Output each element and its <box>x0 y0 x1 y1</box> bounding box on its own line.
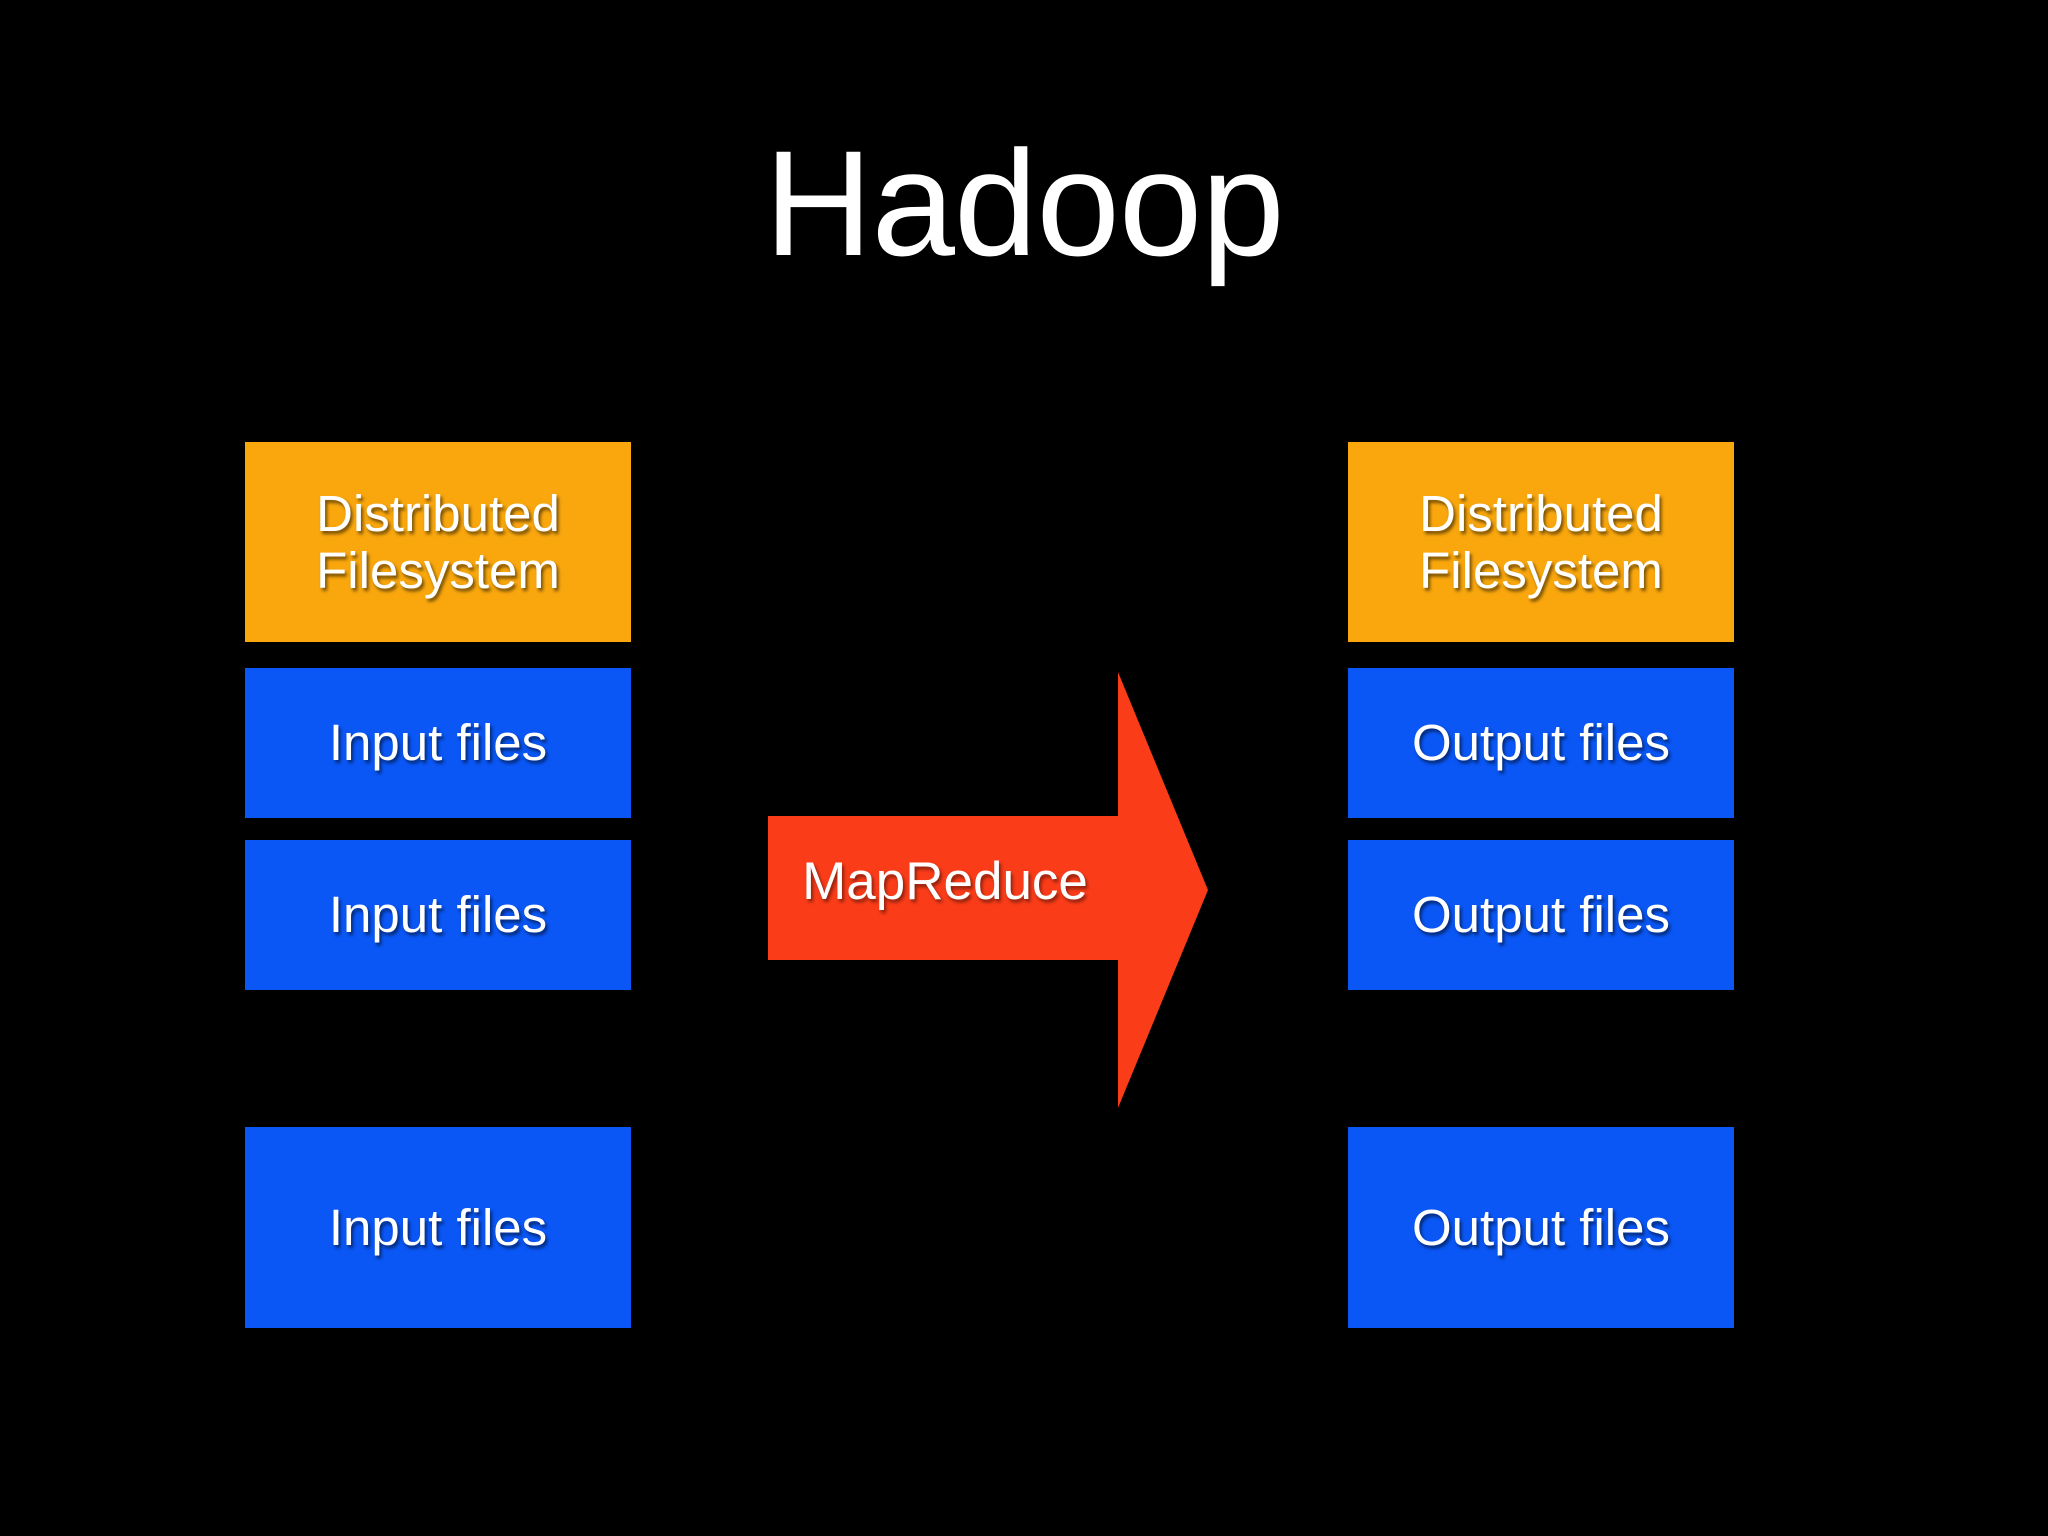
input-files-box-2: Input files <box>245 840 631 990</box>
output-files-box-2: Output files <box>1348 840 1734 990</box>
input-files-label-3: Input files <box>328 1198 548 1256</box>
right-distributed-filesystem-label: Distributed Filesystem <box>1419 484 1663 599</box>
output-files-box-1: Output files <box>1348 668 1734 818</box>
input-files-box-1: Input files <box>245 668 631 818</box>
input-files-label-1: Input files <box>328 714 548 772</box>
right-arrow-icon <box>768 672 1208 1108</box>
output-files-label-2: Output files <box>1412 886 1670 944</box>
left-distributed-filesystem-box: Distributed Filesystem <box>245 442 631 642</box>
output-files-label-1: Output files <box>1412 714 1670 772</box>
mapreduce-arrow <box>760 660 1230 1120</box>
output-files-box-3: Output files <box>1348 1127 1734 1328</box>
right-distributed-filesystem-box: Distributed Filesystem <box>1348 442 1734 642</box>
page-title: Hadoop <box>764 119 1284 287</box>
left-distributed-filesystem-label: Distributed Filesystem <box>316 484 560 599</box>
output-files-label-3: Output files <box>1412 1198 1670 1256</box>
input-files-box-3: Input files <box>245 1127 631 1328</box>
input-files-label-2: Input files <box>328 886 548 944</box>
